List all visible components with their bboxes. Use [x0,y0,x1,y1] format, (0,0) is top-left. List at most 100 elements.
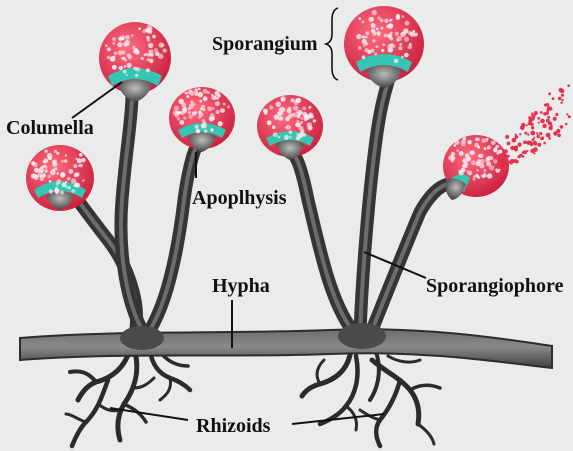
spore [365,31,369,35]
spore [365,48,369,52]
spore [414,33,418,37]
spore [296,136,300,140]
released-spore [507,142,511,146]
spore [356,34,361,39]
spore [398,46,402,50]
spore [145,53,148,56]
spore [293,106,298,111]
spore [141,57,144,60]
spore [313,119,316,122]
released-spore [533,152,535,154]
spore [397,36,402,41]
released-spore [507,155,510,158]
spore [43,161,46,164]
released-spore [540,137,544,141]
released-spore [515,160,518,163]
released-spore [547,106,552,111]
spore [289,113,294,118]
spore [263,109,268,114]
spore [31,161,35,165]
spore [79,153,83,157]
spore [56,192,58,194]
spore [391,44,395,48]
spore [107,56,111,60]
spore [462,158,467,163]
spore [211,94,213,96]
released-spore [503,152,505,154]
spore [303,133,307,137]
spore [388,23,393,28]
spore [187,91,190,94]
spore [483,169,486,172]
spore [135,74,138,77]
spore [409,43,412,46]
spore [146,68,150,72]
spore [215,91,220,96]
spore [362,55,366,59]
released-spore [523,141,527,145]
released-spore [522,151,525,154]
released-spore [552,97,555,100]
spore [381,27,384,30]
spore [473,178,476,181]
spore [119,66,123,70]
released-spore [519,154,522,157]
spore [280,112,283,115]
spore [302,107,306,111]
released-spore [505,166,508,169]
spore [199,100,202,103]
spore [481,138,486,143]
released-spore [497,148,499,150]
released-spore [520,126,525,131]
spore [371,24,376,29]
released-spore [505,135,509,139]
spore [304,118,307,121]
spore [216,110,220,114]
spore [56,152,59,155]
released-spore [510,146,514,150]
spore [289,136,292,139]
spore [185,92,188,95]
spore [401,56,404,59]
released-spore [538,122,540,124]
spore [476,169,479,172]
label-rhizoids: Rhizoids [196,415,271,437]
spore [44,169,48,173]
spore [77,158,82,163]
spore [300,131,303,134]
spore [384,19,388,23]
released-spore [540,119,545,124]
spore [194,111,197,114]
label-apophysis: Apoplhysis [192,187,287,209]
spore [302,112,307,117]
spore [68,186,71,189]
spore [55,187,58,190]
spore [65,181,67,183]
released-spore [519,133,521,135]
spore [279,117,283,121]
spore [207,106,212,111]
spore [105,44,108,47]
spore [267,120,272,125]
released-spore [543,112,546,115]
spore [107,47,111,51]
spore [183,109,187,113]
spore [124,58,127,61]
spore [493,159,497,163]
released-spore [539,132,542,135]
spore [374,52,377,55]
released-spore [548,137,551,140]
spore [149,58,154,63]
released-spore [546,133,551,138]
spore [174,106,179,111]
spore [44,165,48,169]
spore [181,102,186,107]
spore [487,145,491,149]
spore [297,133,300,136]
spore [212,107,215,110]
spore [408,31,412,35]
spore [362,39,367,44]
spore [120,35,125,40]
spore [284,135,289,140]
spore [479,154,483,158]
